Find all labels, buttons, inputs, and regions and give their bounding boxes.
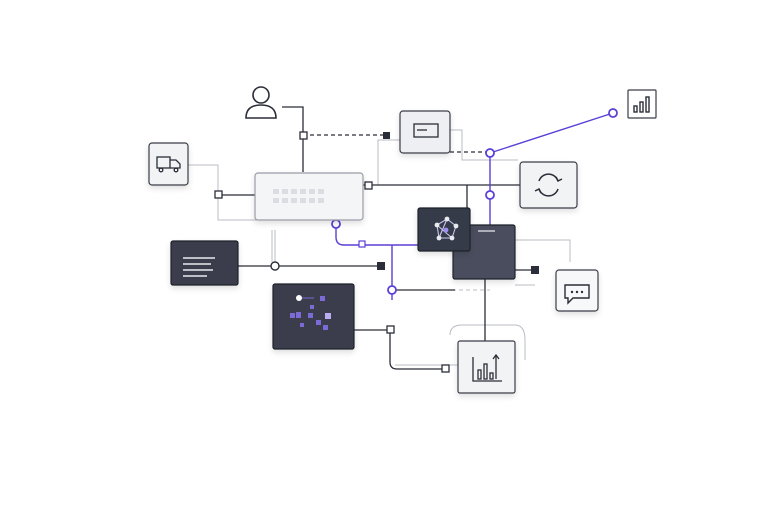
- delivery-node[interactable]: [148, 142, 189, 186]
- truck-icon: [156, 156, 181, 173]
- junction-square: [299, 131, 308, 140]
- user-icon: [245, 86, 277, 119]
- connector-light: [515, 239, 571, 262]
- refresh-icon: [534, 173, 563, 197]
- connector-dark: [389, 330, 446, 370]
- keyboard-icon: [273, 189, 324, 203]
- junction-markers: [214, 108, 618, 373]
- dark-connectors: [218, 106, 535, 370]
- accent-connectors: [335, 112, 614, 300]
- junction-square: [364, 181, 373, 190]
- light-connectors: [188, 129, 571, 366]
- browser-window-node[interactable]: [399, 110, 451, 154]
- network-cluster-node[interactable]: [417, 207, 471, 252]
- junction-square: [377, 262, 385, 270]
- junction-circle: [270, 261, 280, 271]
- connector-accent: [489, 112, 614, 154]
- junction-square: [214, 190, 223, 199]
- network-icon: [434, 216, 459, 241]
- junction-circle-accent: [387, 285, 397, 295]
- connector-light: [450, 129, 518, 161]
- chat-bubble-icon: [564, 284, 590, 305]
- message-node[interactable]: [555, 269, 599, 312]
- bar-chart-icon: [633, 96, 650, 113]
- scatter-squares-icon: [290, 295, 331, 330]
- junction-circle-accent: [485, 148, 495, 158]
- junction-square: [531, 266, 539, 274]
- connector-accent: [335, 224, 418, 246]
- text-lines-icon: [183, 257, 215, 277]
- junction-circle-accent: [608, 108, 618, 118]
- sync-node[interactable]: [519, 161, 578, 209]
- junction-square: [386, 325, 395, 334]
- keyboard-panel-node[interactable]: [254, 172, 364, 221]
- junction-circle-accent: [485, 190, 495, 200]
- window-icon: [413, 123, 439, 138]
- analytics-small-node[interactable]: [627, 89, 657, 119]
- growth-chart-node[interactable]: [457, 340, 516, 394]
- junction-square: [383, 132, 390, 139]
- document-list-node[interactable]: [170, 240, 239, 286]
- connector-dark: [282, 106, 304, 172]
- user-node[interactable]: [245, 86, 277, 119]
- connector-light: [188, 164, 219, 195]
- junction-square: [441, 364, 450, 373]
- connector-light: [449, 324, 526, 360]
- chart-up-icon: [472, 353, 502, 382]
- connector-light: [377, 139, 400, 185]
- junction-circle-accent: [331, 219, 341, 229]
- junction-square: [358, 240, 366, 248]
- pixel-grid-node[interactable]: [272, 283, 355, 350]
